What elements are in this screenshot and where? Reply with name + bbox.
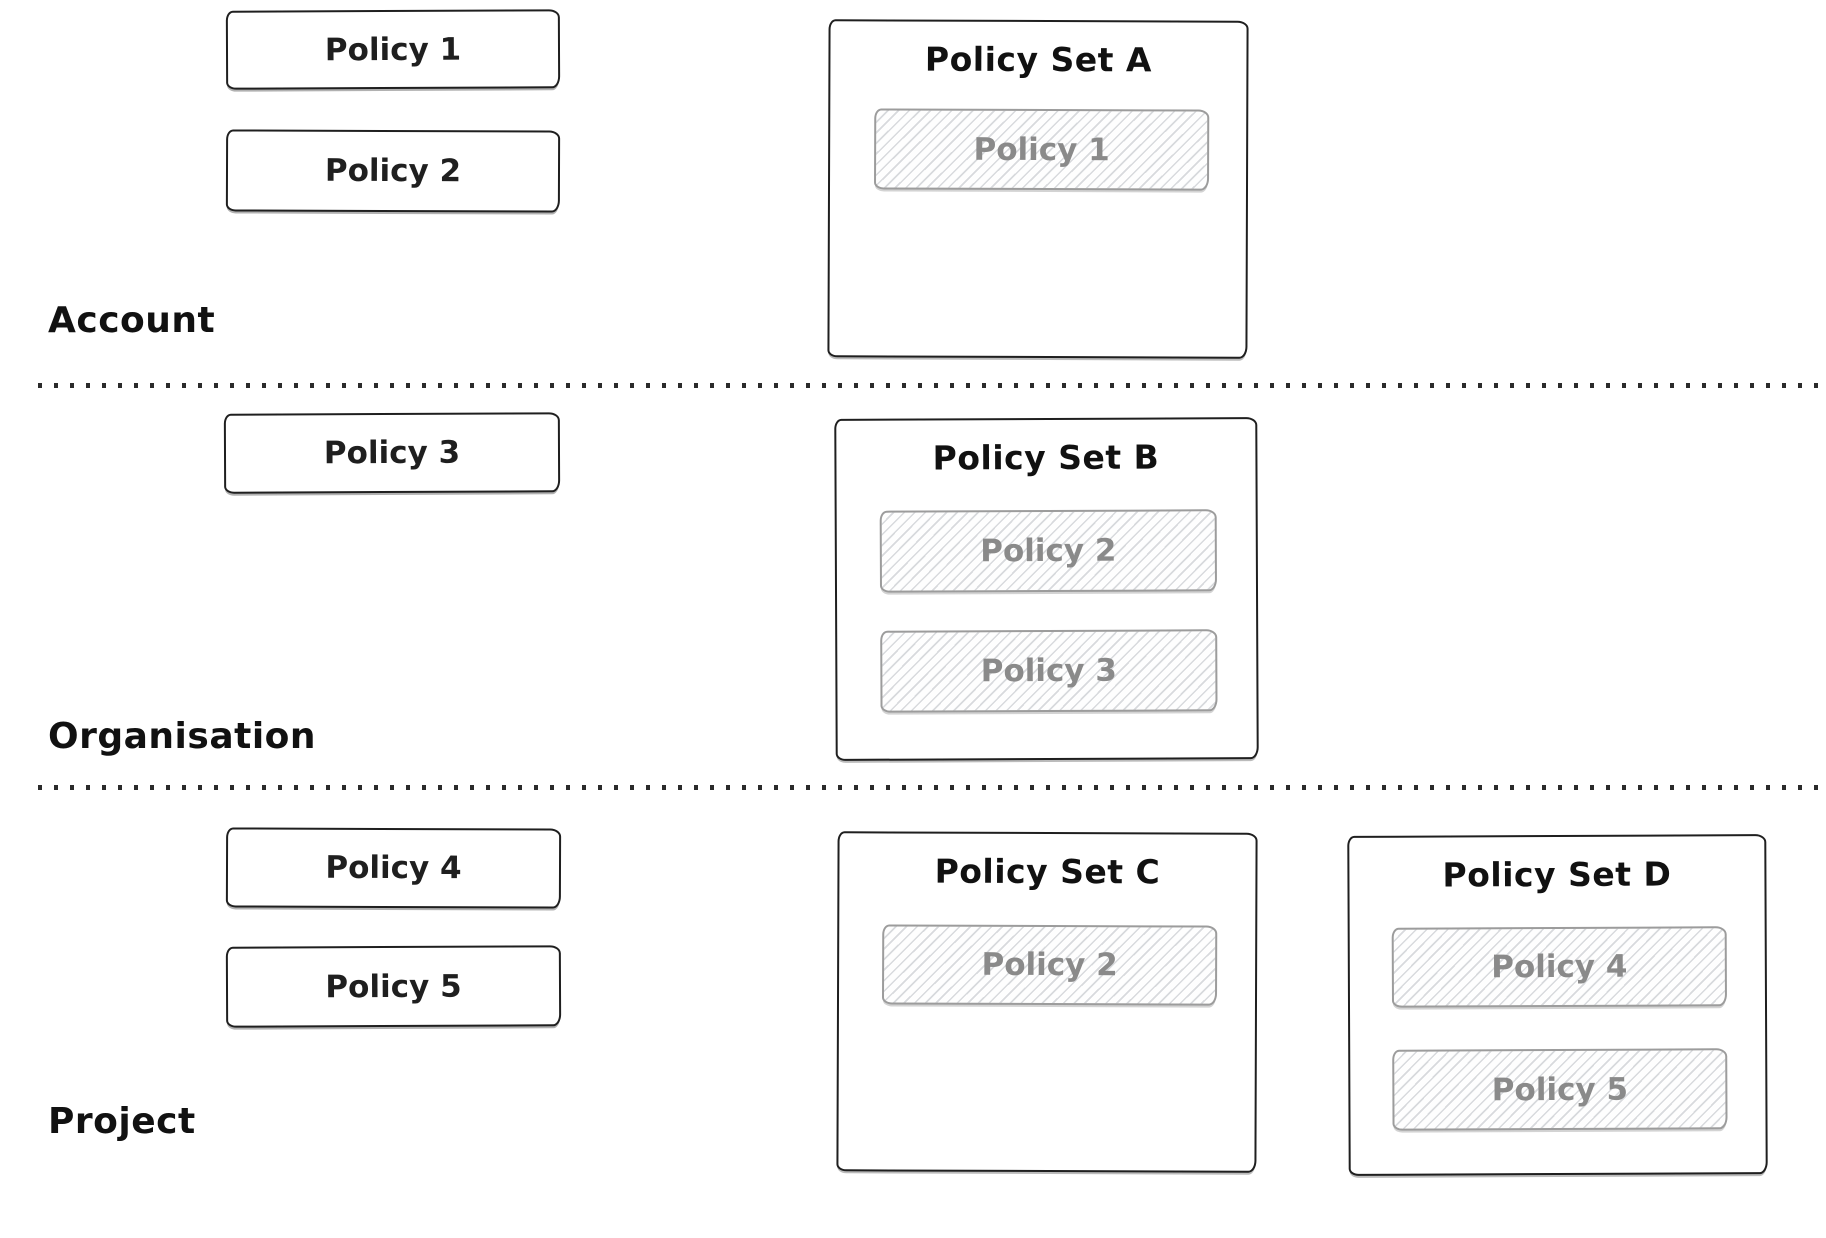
policy-set-d-member-policy-5: Policy 5 — [1392, 1048, 1728, 1131]
policy-set-b: Policy Set B Policy 2 Policy 3 — [834, 417, 1259, 761]
policy-set-c: Policy Set C Policy 2 — [836, 831, 1258, 1173]
policy-box-policy-4: Policy 4 — [225, 827, 562, 909]
policy-set-c-title: Policy Set C — [934, 851, 1161, 892]
lane-divider-organisation-project — [38, 785, 1826, 790]
lane-label-account: Account — [48, 300, 216, 341]
policy-set-b-member-policy-3: Policy 3 — [880, 629, 1218, 713]
lane-divider-account-organisation — [38, 383, 1826, 388]
policy-box-policy-1: Policy 1 — [225, 9, 561, 90]
policy-set-d: Policy Set D Policy 4 Policy 5 — [1347, 834, 1768, 1176]
lane-label-project: Project — [48, 1101, 196, 1142]
policy-box-policy-3: Policy 3 — [223, 412, 561, 494]
policy-box-policy-2: Policy 2 — [225, 129, 561, 213]
policy-set-b-title: Policy Set B — [932, 437, 1160, 478]
policy-set-d-member-policy-4: Policy 4 — [1391, 926, 1728, 1008]
policy-set-a-member-policy-1: Policy 1 — [873, 108, 1210, 191]
policy-set-a-title: Policy Set A — [924, 39, 1153, 80]
policy-set-c-member-policy-2: Policy 2 — [881, 924, 1218, 1006]
policy-box-policy-5: Policy 5 — [225, 945, 562, 1028]
policy-set-d-title: Policy Set D — [1442, 854, 1672, 895]
policy-set-b-member-policy-2: Policy 2 — [879, 509, 1218, 593]
lane-label-organisation: Organisation — [48, 716, 317, 757]
policy-set-a: Policy Set A Policy 1 — [827, 19, 1249, 359]
